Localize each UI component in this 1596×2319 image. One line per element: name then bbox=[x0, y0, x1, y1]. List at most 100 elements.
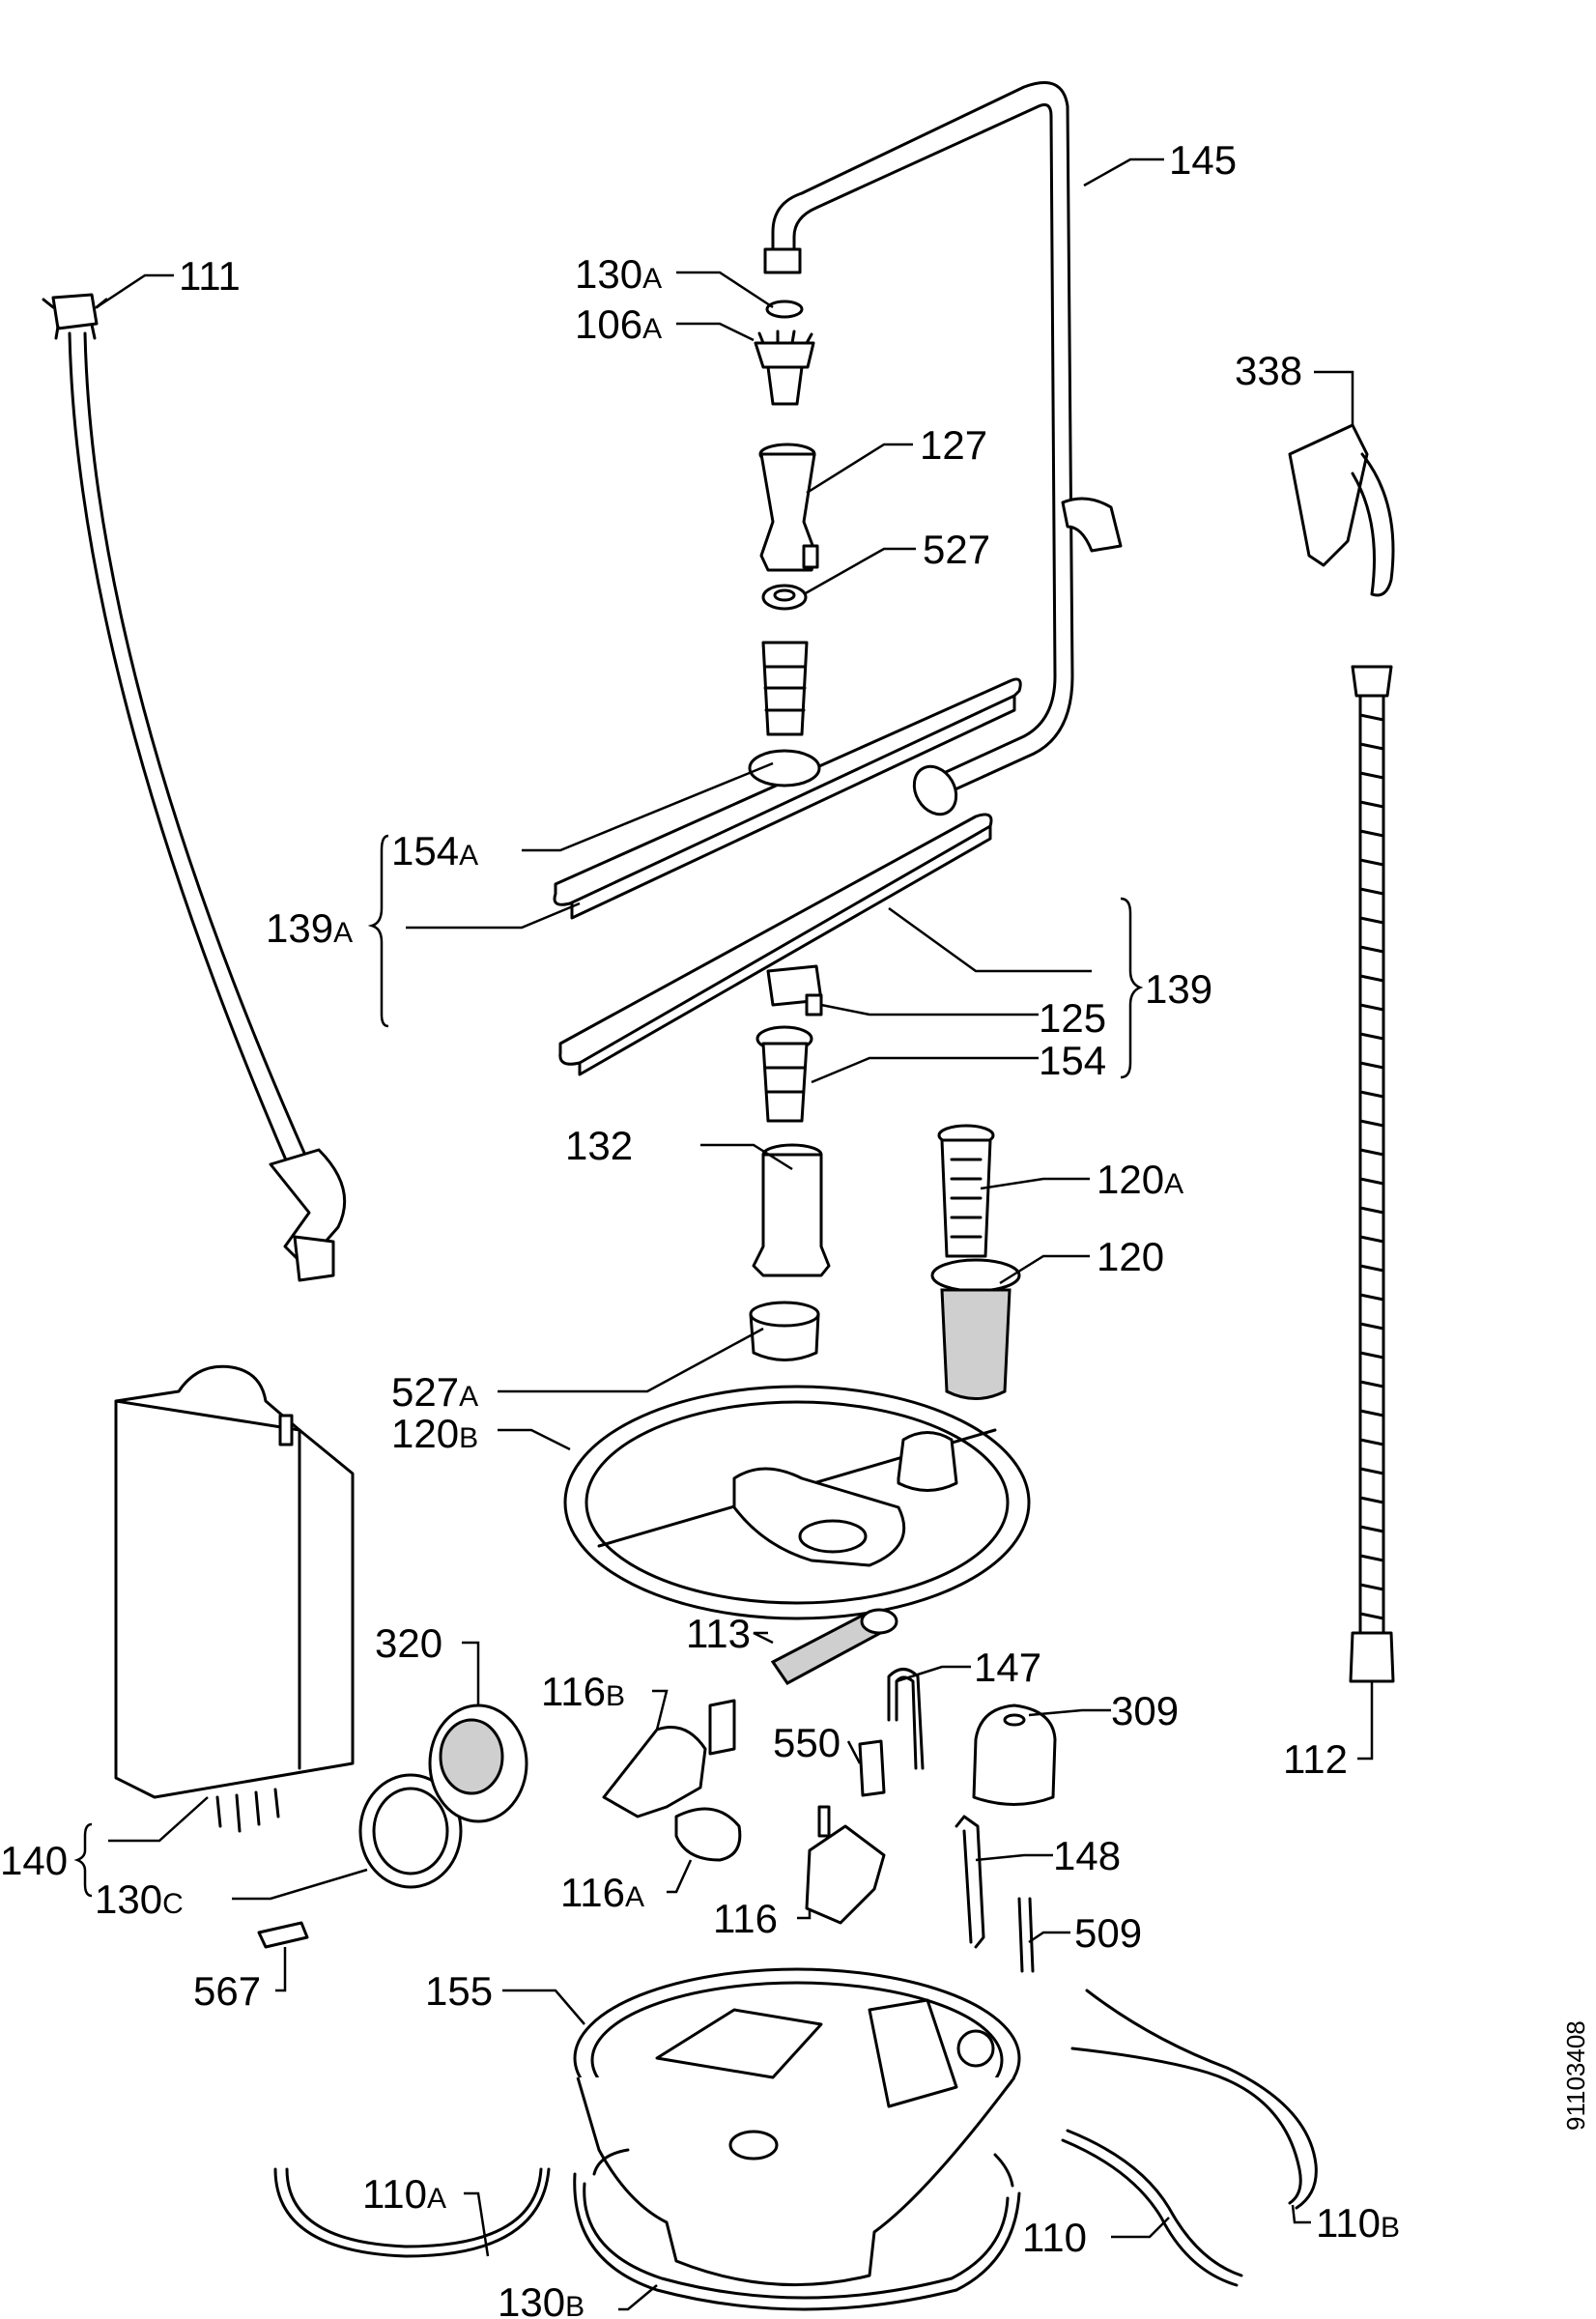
label-130c: 130C bbox=[95, 1876, 184, 1922]
svg-text:110B: 110B bbox=[1316, 2200, 1400, 2246]
label-148: 148 bbox=[1053, 1833, 1121, 1878]
svg-text:130B: 130B bbox=[498, 2279, 584, 2319]
label-125: 125 bbox=[1039, 995, 1106, 1041]
svg-text:110A: 110A bbox=[362, 2171, 446, 2217]
label-110: 110 bbox=[1022, 2215, 1087, 2260]
svg-text:110: 110 bbox=[1022, 2215, 1087, 2260]
label-147: 147 bbox=[974, 1645, 1041, 1690]
part-338-hose-clip bbox=[1288, 423, 1395, 597]
label-140: 140 bbox=[0, 1838, 68, 1883]
svg-text:527A: 527A bbox=[391, 1369, 478, 1415]
svg-text:140: 140 bbox=[0, 1838, 68, 1883]
part-116b-valve-body bbox=[602, 1699, 736, 1818]
part-113-filter-insert bbox=[770, 1608, 898, 1685]
part-120b-flat-filter bbox=[563, 1385, 1031, 1620]
svg-text:148: 148 bbox=[1053, 1833, 1121, 1878]
label-309: 309 bbox=[1111, 1688, 1179, 1733]
label-120a: 120A bbox=[1097, 1157, 1183, 1202]
label-132: 132 bbox=[565, 1123, 633, 1168]
label-106a: 106A bbox=[575, 301, 662, 347]
svg-text:154: 154 bbox=[1039, 1038, 1106, 1083]
part-130a-o-ring bbox=[765, 300, 804, 319]
svg-text:120A: 120A bbox=[1097, 1157, 1183, 1202]
svg-text:155: 155 bbox=[425, 1968, 493, 2014]
svg-text:145: 145 bbox=[1169, 137, 1237, 183]
part-116-valve bbox=[805, 1805, 886, 1925]
part-110b-hose bbox=[1070, 1989, 1318, 2210]
svg-text:550: 550 bbox=[773, 1720, 841, 1765]
part-112-drain-hose bbox=[1349, 665, 1395, 1683]
label-338: 338 bbox=[1235, 348, 1302, 393]
label-120b: 120B bbox=[391, 1411, 478, 1456]
svg-text:113: 113 bbox=[686, 1611, 751, 1656]
label-550: 550 bbox=[773, 1720, 841, 1765]
part-116a-valve-cap bbox=[674, 1807, 742, 1862]
label-116b: 116B bbox=[541, 1669, 625, 1714]
svg-text:139: 139 bbox=[1145, 966, 1212, 1012]
svg-text:127: 127 bbox=[920, 422, 987, 468]
part-320-salt-cap bbox=[428, 1703, 528, 1823]
label-567: 567 bbox=[193, 1968, 261, 2014]
part-148-bracket bbox=[955, 1815, 985, 1949]
label-116: 116 bbox=[713, 1896, 778, 1941]
leader-lines bbox=[73, 157, 1374, 2311]
label-509: 509 bbox=[1074, 1910, 1142, 1956]
part-130c-gasket bbox=[358, 1773, 463, 1889]
svg-text:116B: 116B bbox=[541, 1669, 625, 1714]
part-154-hub bbox=[755, 1025, 813, 1123]
part-110a-hose bbox=[273, 2167, 551, 2258]
label-113: 113 bbox=[686, 1611, 751, 1656]
label-139a: 139A bbox=[266, 905, 353, 951]
svg-text:132: 132 bbox=[565, 1123, 633, 1168]
svg-text:120B: 120B bbox=[391, 1411, 478, 1456]
svg-text:120: 120 bbox=[1097, 1234, 1164, 1279]
part-106a-nut bbox=[754, 329, 815, 406]
label-527: 527 bbox=[923, 527, 990, 572]
label-111: 111 bbox=[179, 253, 241, 299]
label-155: 155 bbox=[425, 1968, 493, 2014]
part-140-water-softener bbox=[114, 1364, 355, 1833]
part-567-clip bbox=[257, 1921, 309, 1949]
label-154a: 154A bbox=[391, 828, 478, 873]
svg-text:309: 309 bbox=[1111, 1688, 1179, 1733]
document-code: 91103408 bbox=[1561, 2020, 1590, 2131]
part-527-ring bbox=[761, 584, 808, 611]
label-110b: 110B bbox=[1316, 2200, 1400, 2246]
part-154a-upper-spray-arm bbox=[553, 641, 1022, 920]
svg-text:130A: 130A bbox=[575, 251, 662, 297]
svg-text:112: 112 bbox=[1283, 1736, 1348, 1782]
part-147-bracket bbox=[887, 1668, 925, 1770]
svg-text:116A: 116A bbox=[560, 1870, 644, 1915]
label-139: 139 bbox=[1145, 966, 1212, 1012]
part-130b-gasket bbox=[573, 2148, 1021, 2311]
part-527a-ring bbox=[749, 1301, 820, 1361]
label-320: 320 bbox=[375, 1620, 442, 1666]
part-139-lower-spray-arm bbox=[558, 813, 993, 1076]
part-120-coarse-filter bbox=[930, 1258, 1021, 1400]
svg-text:106A: 106A bbox=[575, 301, 662, 347]
label-130b: 130B bbox=[498, 2279, 584, 2319]
svg-text:139A: 139A bbox=[266, 905, 353, 951]
svg-text:130C: 130C bbox=[95, 1876, 184, 1922]
label-127: 127 bbox=[920, 422, 987, 468]
label-130a: 130A bbox=[575, 251, 662, 297]
label-145: 145 bbox=[1169, 137, 1237, 183]
svg-text:320: 320 bbox=[375, 1620, 442, 1666]
svg-text:147: 147 bbox=[974, 1645, 1041, 1690]
label-116a: 116A bbox=[560, 1870, 644, 1915]
label-154: 154 bbox=[1039, 1038, 1106, 1083]
svg-text:509: 509 bbox=[1074, 1910, 1142, 1956]
part-145-supply-pipe bbox=[763, 81, 1123, 816]
part-110-hose bbox=[1061, 2129, 1243, 2287]
svg-text:338: 338 bbox=[1235, 348, 1302, 393]
part-127-adapter bbox=[758, 443, 819, 572]
label-527a: 527A bbox=[391, 1369, 478, 1415]
part-132-tube bbox=[752, 1143, 831, 1277]
part-120a-fine-filter bbox=[937, 1124, 995, 1258]
svg-text:111: 111 bbox=[179, 253, 241, 299]
label-110a: 110A bbox=[362, 2171, 446, 2217]
part-509-pin bbox=[1017, 1897, 1035, 1973]
svg-text:154A: 154A bbox=[391, 828, 478, 873]
label-120: 120 bbox=[1097, 1234, 1164, 1279]
